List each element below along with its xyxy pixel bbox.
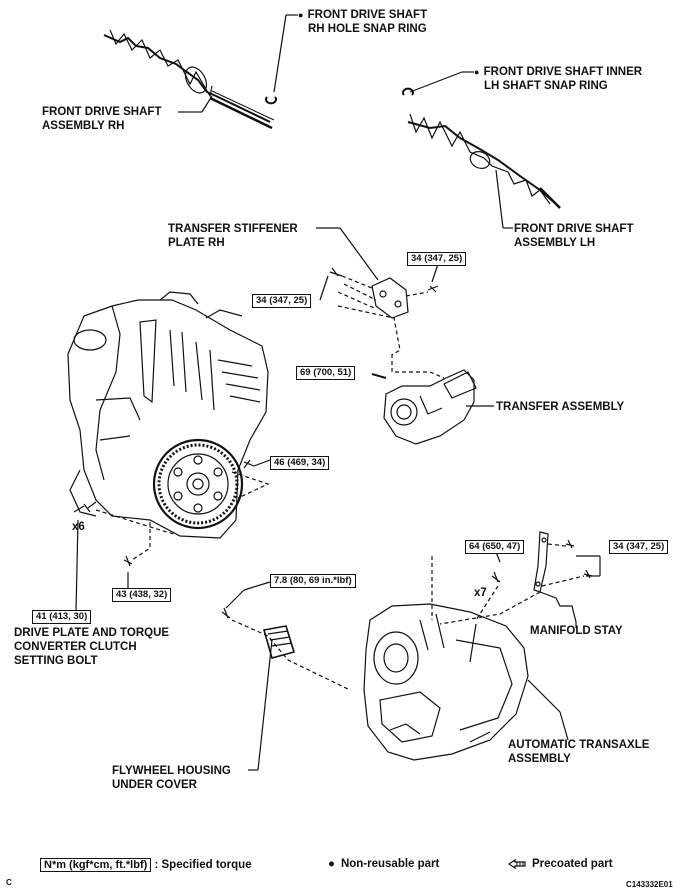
stiffener-plate-label: TRANSFER STIFFENER PLATE RH	[168, 223, 298, 249]
transfer-assembly-drawing	[371, 354, 494, 445]
nonreusable-dot-icon: ●	[328, 858, 335, 870]
drive-plate-bolt-label: DRIVE PLATE AND TORQUE CONVERTER CLUTCH …	[14, 627, 170, 667]
torque-drive-plate: 41 (413, 30)	[32, 610, 92, 624]
qty-transaxle: x7	[474, 587, 487, 599]
figure-id: C143332E01	[626, 880, 673, 889]
torque-transfer: 69 (700, 51)	[296, 366, 356, 380]
housing-cover-drawing	[221, 581, 351, 771]
manifold-stay-label: MANIFOLD STAY	[530, 625, 623, 637]
drive-shaft-lh-drawing	[402, 71, 561, 229]
rh-snap-ring-label: FRONT DRIVE SHAFT RH HOLE SNAP RING	[298, 8, 427, 36]
torque-stiffener-left: 34 (347, 25)	[252, 294, 312, 308]
legend-nonreusable: ●Non-reusable part	[328, 858, 440, 870]
torque-engine-43: 43 (438, 32)	[112, 588, 172, 602]
torque-stiffener-top: 34 (347, 25)	[407, 252, 467, 266]
torque-engine-46: 46 (469, 34)	[270, 456, 330, 470]
qty-drive-plate: x6	[72, 521, 85, 533]
shaft-lh-label: FRONT DRIVE SHAFT ASSEMBLY LH	[514, 223, 634, 249]
engine-block-drawing	[67, 291, 269, 539]
drive-plate-drawing	[152, 438, 244, 530]
legend-torque-box: N*m (kgf*cm, ft.*lbf)	[40, 858, 152, 872]
transfer-assembly-label: TRANSFER ASSEMBLY	[496, 401, 625, 413]
stiffener-plate-drawing	[316, 227, 439, 356]
torque-cover: 7.8 (80, 69 in.*lbf)	[270, 574, 356, 588]
legend-precoated: Precoated part	[508, 858, 613, 870]
corner-letter: C	[6, 878, 12, 887]
transaxle-drawing	[363, 551, 569, 761]
rh-snap-ring-drawing	[265, 14, 298, 105]
precoated-arrow-icon	[508, 858, 526, 869]
shaft-rh-label: FRONT DRIVE SHAFT ASSEMBLY RH	[42, 106, 162, 132]
legend-torque-text: : Specified torque	[154, 859, 252, 871]
legend-torque: N*m (kgf*cm, ft.*lbf) : Specified torque	[40, 858, 252, 872]
housing-cover-label: FLYWHEEL HOUSING UNDER COVER	[112, 765, 231, 791]
transaxle-label: AUTOMATIC TRANSAXLE ASSEMBLY	[508, 739, 650, 765]
drive-shaft-rh-drawing	[103, 29, 275, 130]
torque-transaxle-64: 64 (650, 47)	[465, 540, 525, 554]
inner-lh-snap-ring-label: FRONT DRIVE SHAFT INNER LH SHAFT SNAP RI…	[474, 65, 642, 93]
engine-bolts-drawing	[73, 459, 271, 613]
torque-manifold-stay: 34 (347, 25)	[609, 540, 669, 554]
manifold-stay-drawing	[533, 531, 601, 628]
